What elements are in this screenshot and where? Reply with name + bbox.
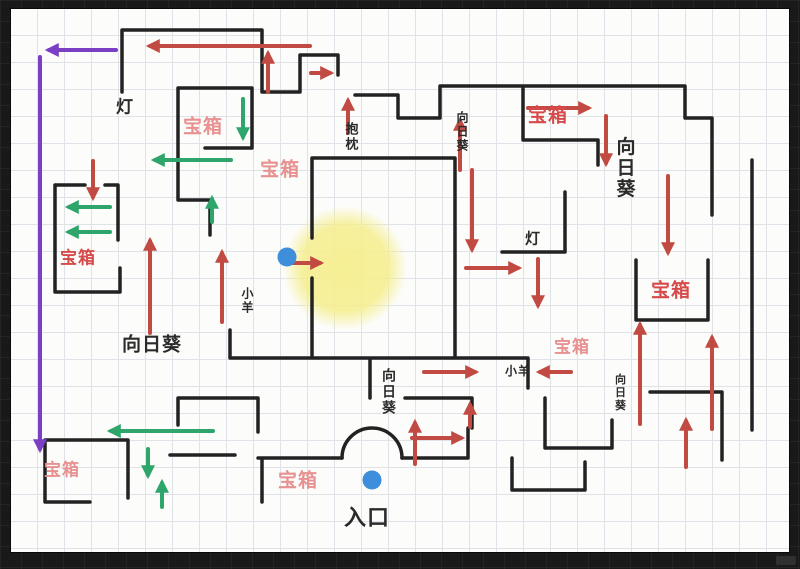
marker-dot: [277, 247, 297, 267]
sun-glow: [283, 206, 407, 330]
route-arrows-green: [64, 97, 250, 509]
entrance-arch: [340, 426, 404, 460]
route-arrows-purple: [33, 43, 118, 454]
marker-dot: [362, 470, 382, 490]
route-arrows-red: [86, 39, 719, 469]
watermark: [776, 556, 796, 565]
maze-walls: [43, 28, 754, 504]
